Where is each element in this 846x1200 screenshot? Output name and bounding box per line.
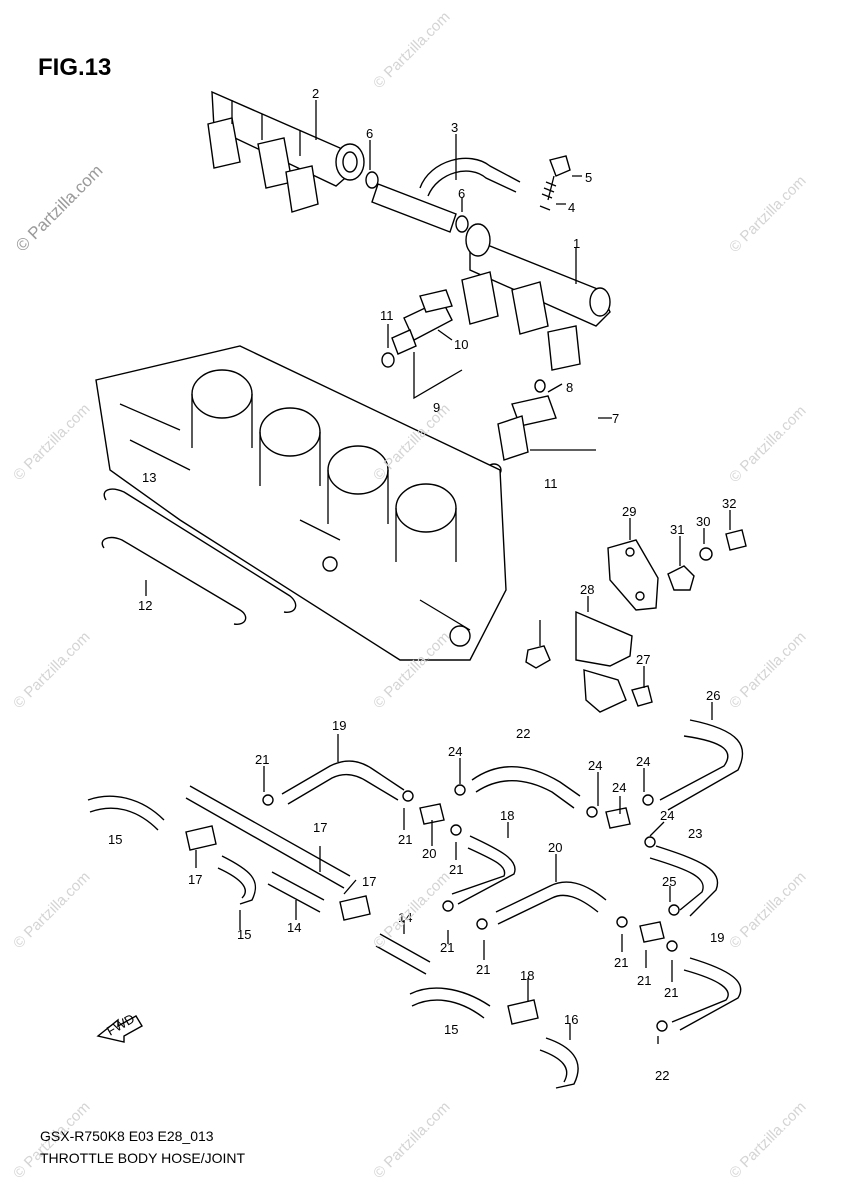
callout: 21: [637, 973, 651, 988]
leader-lines: [145, 100, 731, 1044]
callout: 12: [138, 598, 152, 613]
callout: 29: [622, 504, 636, 519]
vacuum-hoses: [87, 719, 744, 1089]
upper-fuel-rail: [207, 90, 365, 213]
callout: 22: [516, 726, 530, 741]
washer-29: [699, 547, 713, 561]
lower-fuel-rail: [461, 223, 611, 371]
model-code: GSX-R750K8 E03 E28_013: [40, 1128, 214, 1144]
callout: 17: [188, 872, 202, 887]
throttle-body-assembly: [95, 345, 507, 661]
callout: 8: [566, 380, 573, 395]
callout: 1: [573, 236, 580, 251]
callout: 24: [448, 744, 462, 759]
callout: 30: [696, 514, 710, 529]
callout: 21: [255, 752, 269, 767]
clamp-26: [631, 685, 653, 707]
callout: 20: [422, 846, 436, 861]
callout: 21: [449, 862, 463, 877]
bolt-31: [725, 529, 747, 551]
callout: 17: [362, 874, 376, 889]
callout: 11: [544, 476, 558, 491]
callout: 21: [614, 955, 628, 970]
callout: 15: [108, 832, 122, 847]
callout: 4: [568, 200, 575, 215]
nut-30: [667, 565, 695, 591]
callout: 24: [636, 754, 650, 769]
fuel-pressure-hose: [419, 157, 521, 197]
hose-12: [101, 488, 297, 625]
callout: 5: [585, 170, 592, 185]
callout: 28: [580, 582, 594, 597]
callout: 32: [722, 496, 736, 511]
callout: 13: [142, 470, 156, 485]
callout: 18: [520, 968, 534, 983]
callout: 21: [476, 962, 490, 977]
callout: 19: [332, 718, 346, 733]
callout: 24: [588, 758, 602, 773]
figure-caption: THROTTLE BODY HOSE/JOINT: [40, 1150, 246, 1166]
callout: 6: [366, 126, 373, 141]
callout: 11: [380, 308, 394, 323]
callout: 9: [433, 400, 440, 415]
callout: 3: [451, 120, 458, 135]
hose-joints: [185, 803, 665, 1025]
callout: 21: [664, 985, 678, 1000]
callout: 23: [688, 826, 702, 841]
callout: 22: [655, 1068, 669, 1083]
callout: 14: [287, 920, 301, 935]
callout: 6: [458, 186, 465, 201]
callout: 20: [548, 840, 562, 855]
fuel-joint-pipe: [365, 155, 571, 233]
callout: 19: [710, 930, 724, 945]
hose-clamps: [262, 784, 680, 1032]
part-callouts: 1 2 3 4 5 6 6 7 8 9 10 11 11 12 13 14 14…: [108, 86, 736, 1083]
fuel-injector-lower: [486, 379, 557, 477]
callout: 15: [444, 1022, 458, 1037]
callout: 26: [706, 688, 720, 703]
callout: 21: [398, 832, 412, 847]
forward-direction-arrow: FWD: [96, 1011, 143, 1043]
fuel-injector-upper: [381, 289, 453, 368]
callout: 18: [500, 808, 514, 823]
bracket-27: [575, 610, 633, 713]
callout: 25: [662, 874, 676, 889]
callout: 31: [670, 522, 684, 537]
nut-32: [525, 645, 551, 669]
callout: 2: [312, 86, 319, 101]
callout: 16: [564, 1012, 578, 1027]
bracket-28: [607, 539, 659, 611]
callout: 10: [454, 337, 468, 352]
callout: 17: [313, 820, 327, 835]
callout: 14: [398, 910, 412, 925]
figure-title: FIG.13: [38, 54, 112, 81]
callout: 15: [237, 927, 251, 942]
callout: 24: [612, 780, 626, 795]
callout: 7: [612, 411, 619, 426]
callout: 24: [660, 808, 674, 823]
callout: 21: [440, 940, 454, 955]
callout: 27: [636, 652, 650, 667]
